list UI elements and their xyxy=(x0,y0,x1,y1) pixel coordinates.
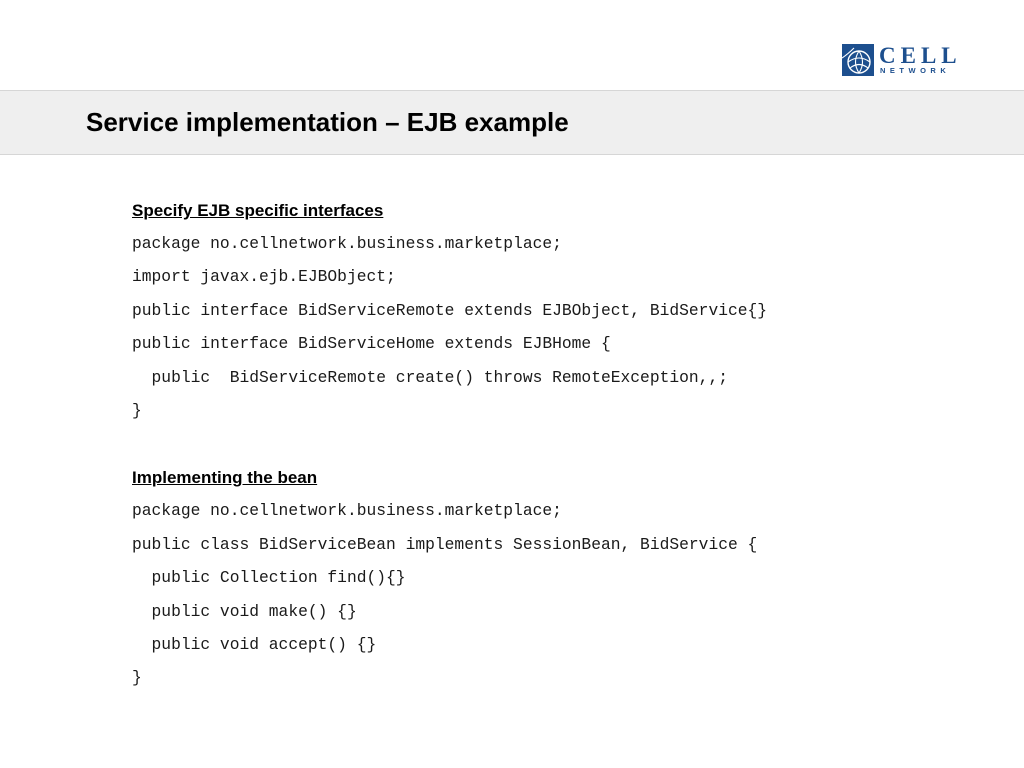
code-line: public void accept() {} xyxy=(132,634,377,654)
section-heading-implementation: Implementing the bean xyxy=(132,468,318,488)
logo-brand-text: CELL xyxy=(879,43,962,68)
slide-title: Service implementation – EJB example xyxy=(86,107,569,137)
code-line: package no.cellnetwork.business.marketpl… xyxy=(132,234,562,253)
code-line: public interface BidServiceHome extends … xyxy=(132,334,611,354)
code-line: public void make() {} xyxy=(132,601,357,621)
code-line: public Collection find(){} xyxy=(132,568,406,588)
code-line: import javax.ejb.EJBObject; xyxy=(132,267,396,287)
section-heading-interfaces: Specify EJB specific interfaces xyxy=(132,201,384,220)
code-line: public BidServiceRemote create() throws … xyxy=(132,367,728,387)
title-band xyxy=(0,90,1024,155)
code-line: public class BidServiceBean implements S… xyxy=(132,534,758,554)
code-line: } xyxy=(132,400,142,420)
code-line: public interface BidServiceRemote extend… xyxy=(132,300,768,320)
cell-network-globe-icon xyxy=(842,44,874,76)
cell-network-logo: CELL NETWORK xyxy=(842,44,962,76)
slide-content: Specify EJB specific interfaces package … xyxy=(132,196,992,697)
code-line: package no.cellnetwork.business.marketpl… xyxy=(132,501,562,521)
logo-subtitle-text: NETWORK xyxy=(880,66,951,75)
section-spacer xyxy=(132,429,992,463)
code-line: } xyxy=(132,668,142,688)
